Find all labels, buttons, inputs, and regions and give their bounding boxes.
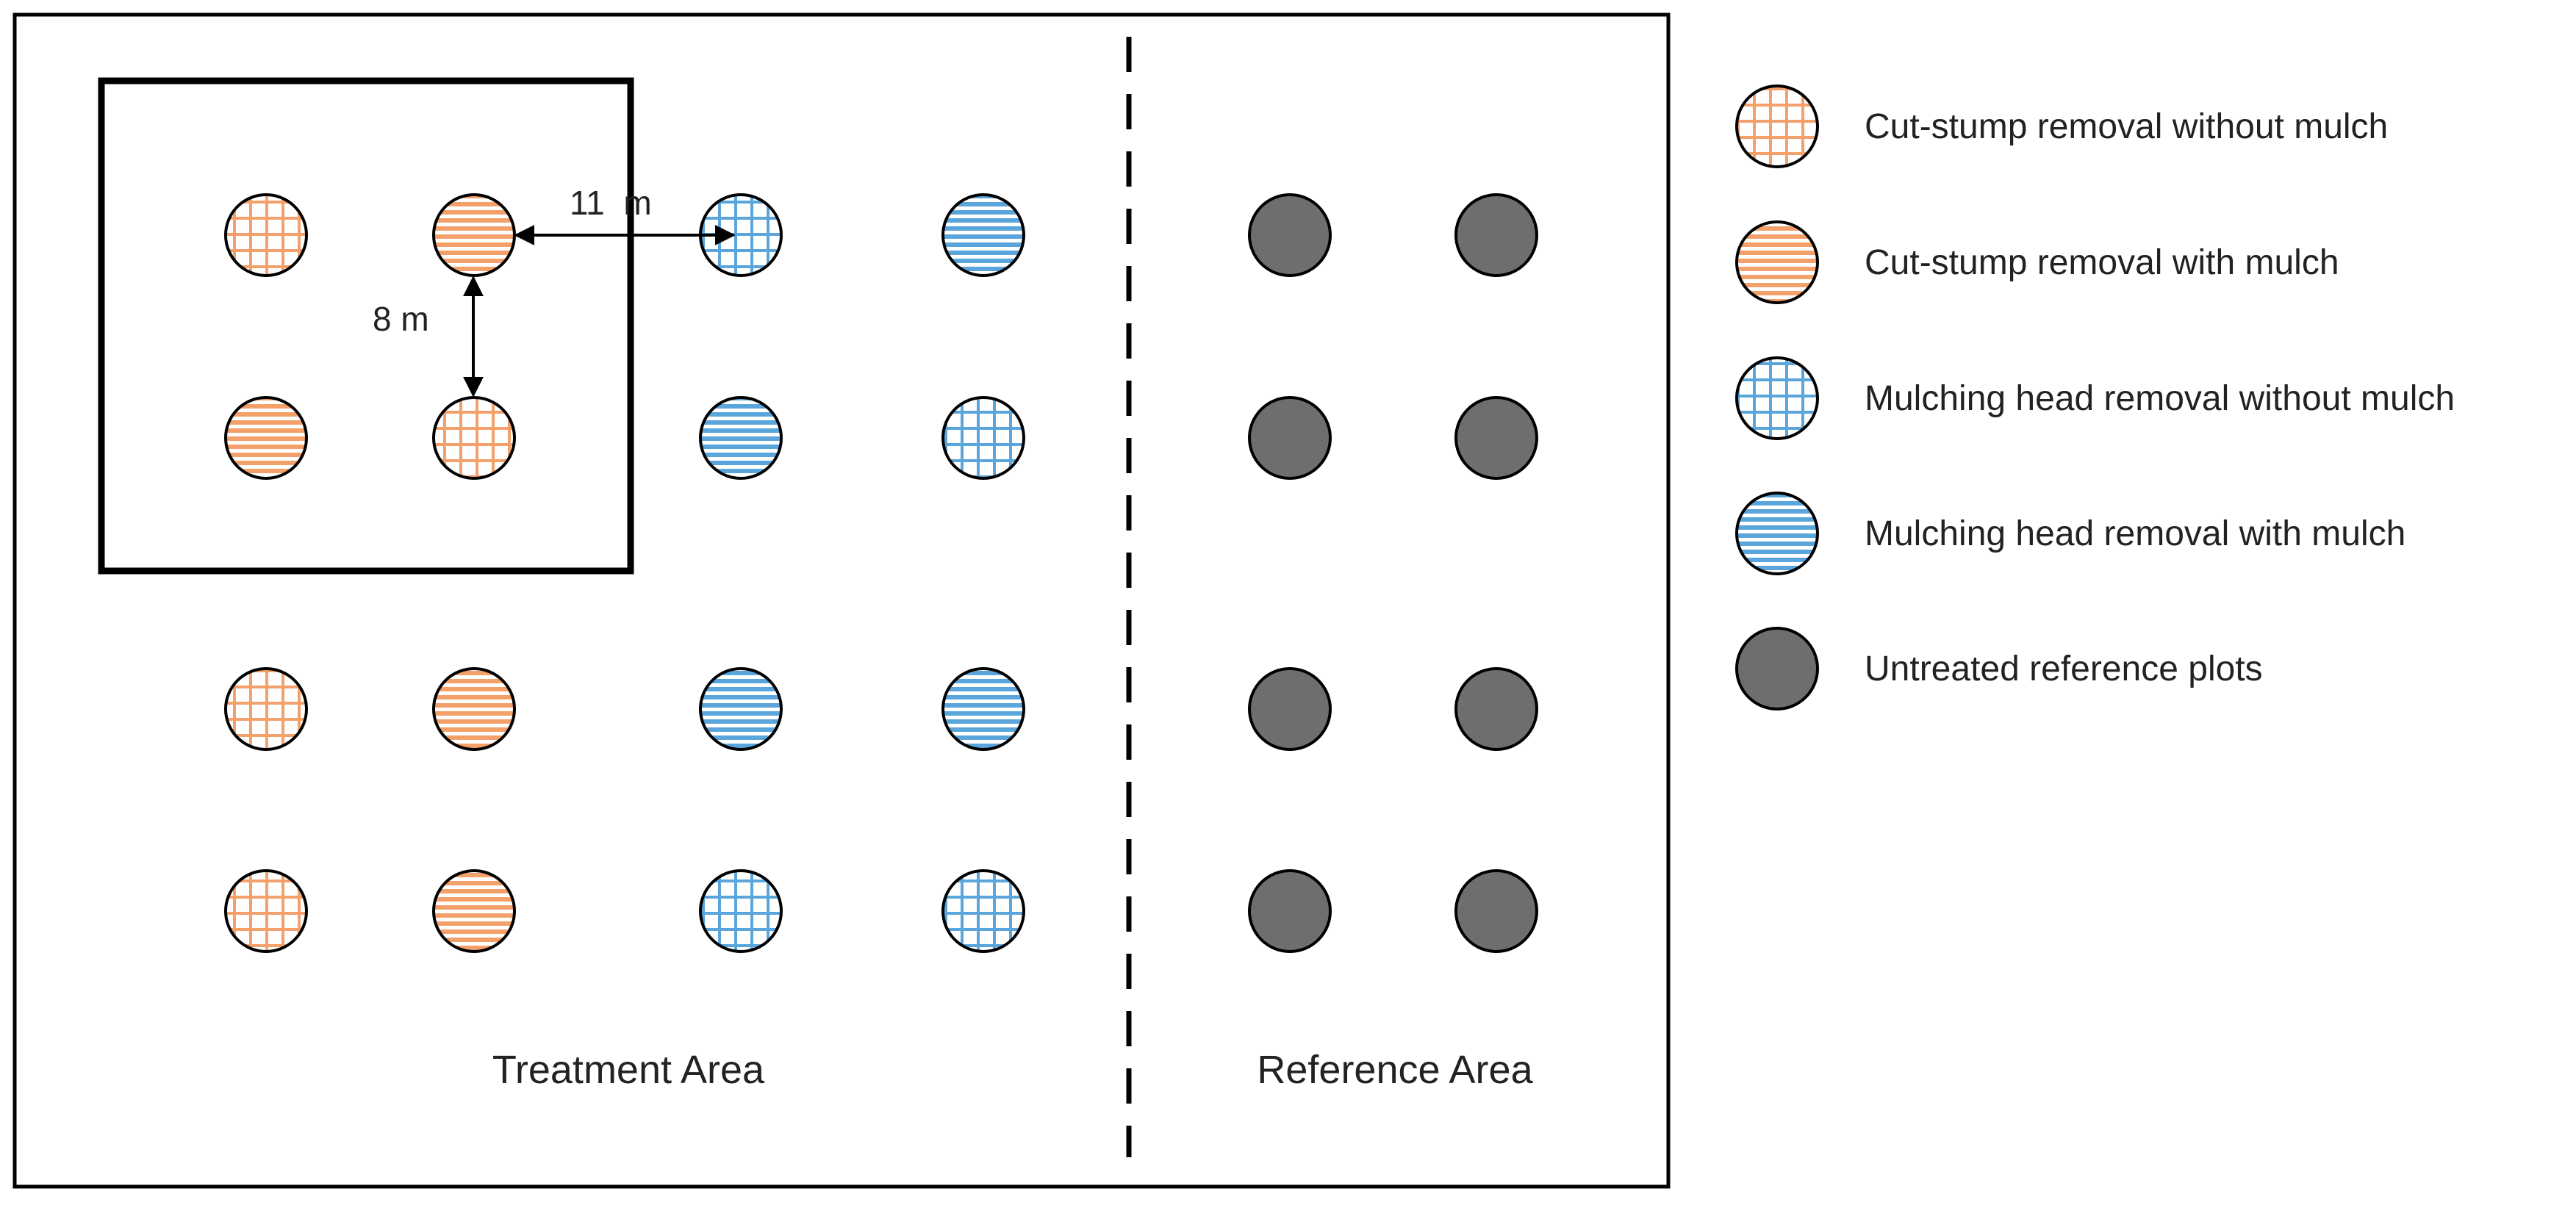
plot-cut-no-mulch-r3c0 bbox=[224, 869, 308, 953]
plot-cut-mulch-r1c0 bbox=[224, 396, 308, 480]
plot-cut-no-mulch-r1c1 bbox=[432, 396, 516, 480]
plot-untreated-r2c4 bbox=[1248, 667, 1332, 751]
plot-cut-no-mulch-r0c0 bbox=[224, 193, 308, 277]
legend-swatch-cut-mulch bbox=[1735, 220, 1819, 304]
plot-cut-mulch-r0c1 bbox=[432, 193, 516, 277]
plot-untreated-r1c4 bbox=[1248, 396, 1332, 480]
plot-cut-no-mulch-r2c0 bbox=[224, 667, 308, 751]
treatment-area-label: Treatment Area bbox=[492, 1048, 765, 1092]
plot-mulching-mulch-r0c3 bbox=[941, 193, 1025, 277]
plot-block-frame bbox=[98, 77, 634, 575]
legend-swatch-mulching-no-mulch bbox=[1735, 356, 1819, 440]
plot-mulching-mulch-r2c2 bbox=[699, 667, 783, 751]
plot-untreated-r1c5 bbox=[1454, 396, 1538, 480]
reference-area-label: Reference Area bbox=[1257, 1048, 1533, 1092]
legend-label-cut-no-mulch: Cut-stump removal without mulch bbox=[1865, 107, 2388, 146]
site-frame bbox=[12, 12, 1671, 1189]
plot-cut-mulch-r2c1 bbox=[432, 667, 516, 751]
legend-label-mulching-mulch: Mulching head removal with mulch bbox=[1865, 514, 2405, 553]
vertical-distance-label: 8 m bbox=[373, 300, 429, 338]
legend: Cut-stump removal without mulchCut-stump… bbox=[1735, 84, 2455, 711]
plot-grid bbox=[224, 193, 1538, 953]
plot-untreated-r3c4 bbox=[1248, 869, 1332, 953]
plot-mulching-no-mulch-r3c2 bbox=[699, 869, 783, 953]
plot-untreated-r0c4 bbox=[1248, 193, 1332, 277]
plot-untreated-r0c5 bbox=[1454, 193, 1538, 277]
legend-label-untreated: Untreated reference plots bbox=[1865, 650, 2263, 688]
plot-untreated-r2c5 bbox=[1454, 667, 1538, 751]
plot-mulching-mulch-r1c2 bbox=[699, 396, 783, 480]
plot-mulching-no-mulch-r1c3 bbox=[941, 396, 1025, 480]
legend-label-mulching-no-mulch: Mulching head removal without mulch bbox=[1865, 379, 2455, 418]
plot-mulching-mulch-r2c3 bbox=[941, 667, 1025, 751]
legend-label-cut-mulch: Cut-stump removal with mulch bbox=[1865, 243, 2339, 282]
plot-cut-mulch-r3c1 bbox=[432, 869, 516, 953]
plot-untreated-r3c5 bbox=[1454, 869, 1538, 953]
legend-swatch-cut-no-mulch bbox=[1735, 84, 1819, 168]
plot-mulching-no-mulch-r3c3 bbox=[941, 869, 1025, 953]
horizontal-distance-label: 11 m bbox=[570, 184, 652, 222]
legend-swatch-untreated bbox=[1735, 627, 1819, 711]
legend-swatch-mulching-mulch bbox=[1735, 492, 1819, 575]
